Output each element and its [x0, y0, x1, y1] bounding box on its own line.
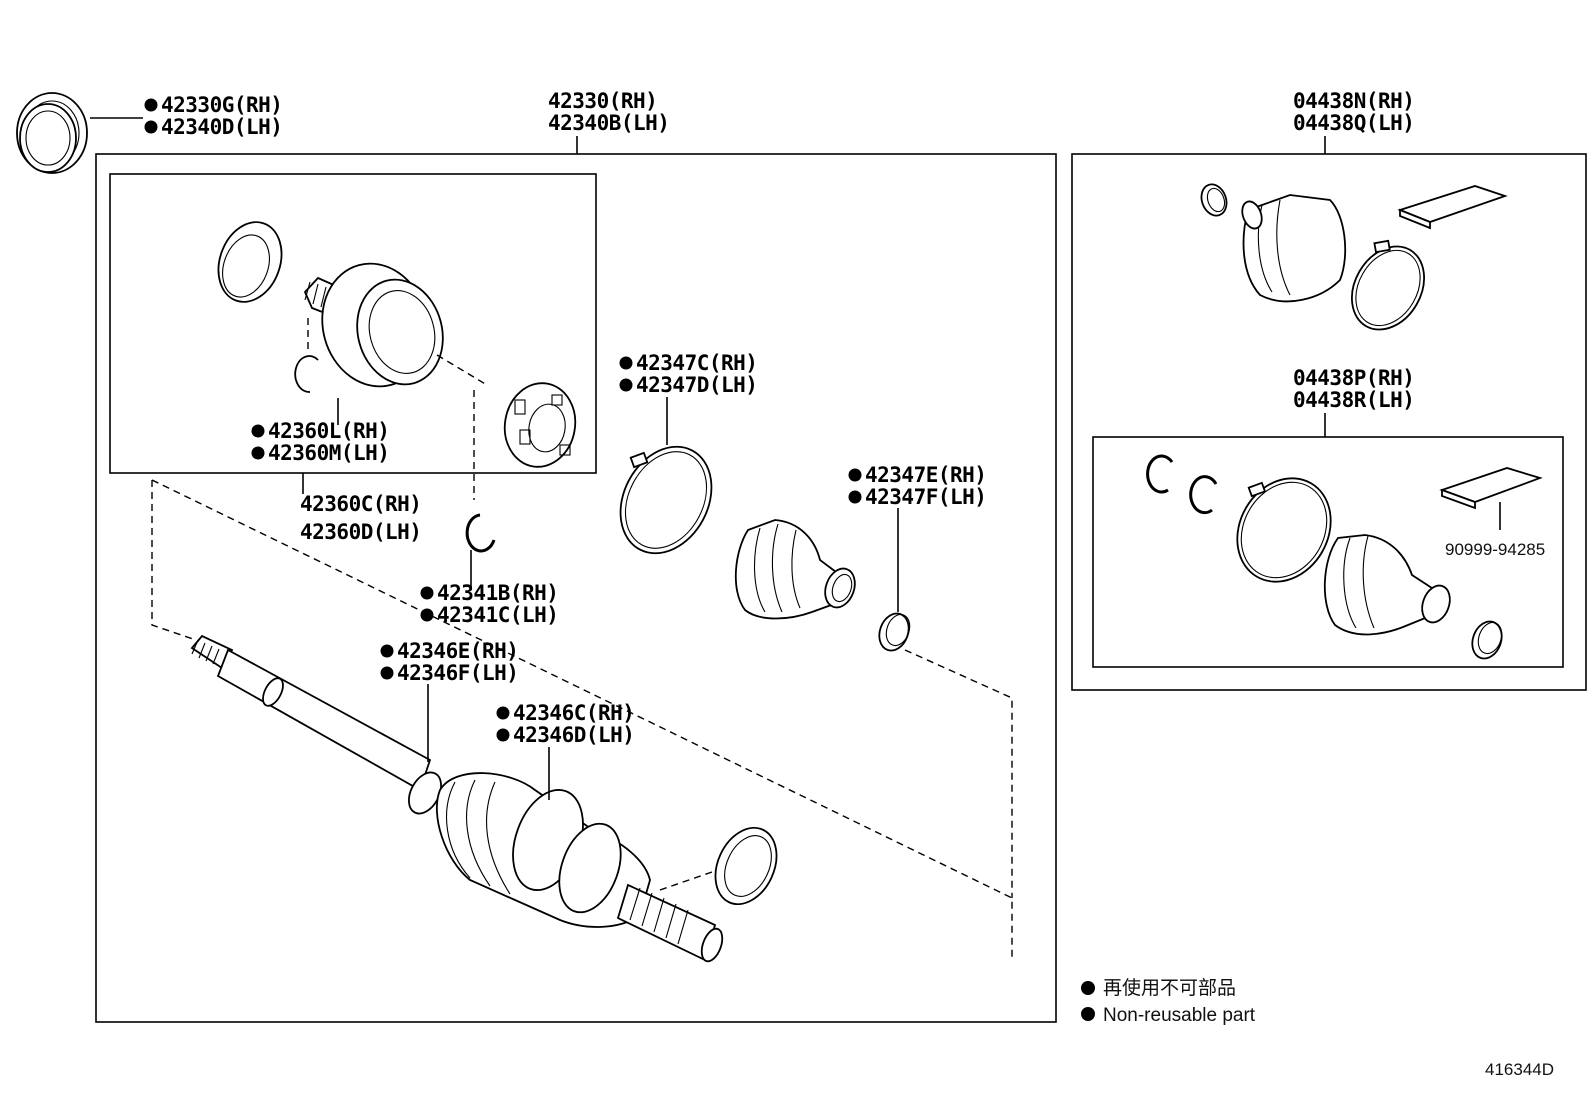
clamp-large-label-rh: 42347C(RH)	[636, 351, 757, 375]
outer-seal-part	[16, 92, 88, 174]
large-boot-clamp-part	[619, 445, 713, 555]
outboard-joint-label-rh: 42360C(RH)	[300, 492, 421, 516]
boot-clamp-2-label-rh: 42346C(RH)	[513, 701, 634, 725]
outer-kit-boot	[1241, 194, 1347, 303]
non-reusable-marker	[496, 728, 510, 742]
diagram-code: 416344D	[1485, 1060, 1554, 1079]
boot-kit-outer-label-lh: 04438Q(LH)	[1293, 111, 1414, 135]
drive-shaft-part	[190, 634, 443, 815]
boot-kit-inner-label-lh: 04438R(LH)	[1293, 388, 1414, 412]
non-reusable-marker	[420, 586, 434, 600]
non-reusable-marker	[848, 490, 862, 504]
snap-ring-shaft-label-rh: 42341B(RH)	[437, 581, 558, 605]
outer-seal-label-lh: 42340D(LH)	[161, 115, 282, 139]
non-reusable-marker	[251, 424, 265, 438]
boot-kit-inner-frame	[1092, 436, 1564, 668]
joint-seal-ring	[217, 221, 283, 303]
outer-boot-part	[436, 772, 651, 928]
outboard-joint-housing	[303, 262, 444, 388]
non-reusable-marker	[496, 706, 510, 720]
outer-kit-grease-pack	[1397, 185, 1508, 230]
inner-kit-grease-pack	[1439, 467, 1543, 510]
non-reusable-marker	[251, 446, 265, 460]
outer-kit-small-clamp	[1200, 183, 1228, 217]
grease-pack-label: 90999-94285	[1445, 540, 1545, 559]
inner-kit-boot	[1323, 534, 1451, 636]
non-reusable-marker	[144, 98, 158, 112]
snap-ring-shaft-part	[465, 513, 496, 553]
boot-kit-outer-frame	[1071, 153, 1587, 691]
legend-english: Non-reusable part	[1103, 1005, 1256, 1026]
splined-stub-shaft-part	[616, 883, 724, 963]
inner-kit-small-clamp	[1189, 475, 1218, 515]
non-reusable-marker	[619, 356, 633, 370]
inner-race-cage	[503, 382, 577, 468]
snap-ring-joint-label-lh: 42360M(LH)	[268, 441, 389, 465]
outer-seal-label-rh: 42330G(RH)	[161, 93, 282, 117]
legend-marker	[1081, 981, 1095, 995]
clamp-small-label-lh: 42347F(LH)	[865, 485, 986, 509]
boot-kit-inner-label-rh: 04438P(RH)	[1293, 366, 1414, 390]
shaft-assy-label-rh: 42330(RH)	[548, 89, 657, 113]
boot-clamp-2-label-lh: 42346D(LH)	[513, 723, 634, 747]
snap-ring-shaft-label-lh: 42341C(LH)	[437, 603, 558, 627]
non-reusable-marker	[420, 608, 434, 622]
shaft-assy-label-lh: 42340B(LH)	[548, 111, 669, 135]
clamp-small-label-rh: 42347E(RH)	[865, 463, 986, 487]
small-boot-clamp-part	[878, 612, 911, 652]
outboard-joint-frame	[109, 173, 597, 474]
legend-marker	[1081, 1007, 1095, 1021]
inner-kit-small-clamp-2	[1471, 620, 1503, 660]
inner-boot-part	[734, 519, 856, 620]
non-reusable-marker	[380, 666, 394, 680]
boot-clamp-1-label-rh: 42346E(RH)	[397, 639, 518, 663]
inner-kit-large-clamp	[1236, 477, 1332, 583]
outer-kit-large-clamp	[1351, 239, 1425, 331]
legend-japanese: 再使用不可部品	[1103, 977, 1236, 999]
boot-kit-outer-label-rh: 04438N(RH)	[1293, 89, 1414, 113]
inner-kit-snap-ring	[1146, 454, 1174, 494]
non-reusable-marker	[619, 378, 633, 392]
boot-clamp-1-label-lh: 42346F(LH)	[397, 661, 518, 685]
non-reusable-marker	[144, 120, 158, 134]
outboard-joint-label-lh: 42360D(LH)	[300, 520, 421, 544]
snap-ring-joint-label-rh: 42360L(RH)	[268, 419, 389, 443]
shaft-assembly-frame	[95, 153, 1057, 1023]
dust-seal-part	[714, 826, 778, 906]
non-reusable-marker	[380, 644, 394, 658]
non-reusable-marker	[848, 468, 862, 482]
snap-ring-joint-part	[294, 355, 319, 393]
clamp-large-label-lh: 42347D(LH)	[636, 373, 757, 397]
